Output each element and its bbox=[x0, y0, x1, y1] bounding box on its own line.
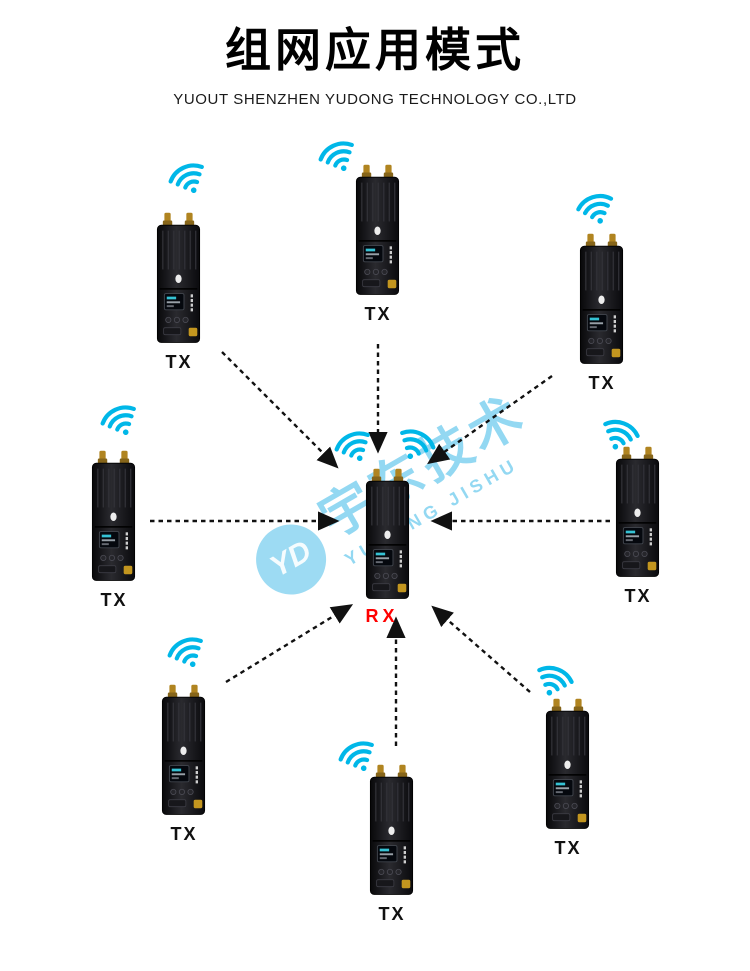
receiver-device bbox=[365, 468, 410, 600]
wifi-signal-icon bbox=[388, 418, 443, 469]
transmitter-device bbox=[161, 684, 206, 816]
wifi-signal-icon bbox=[326, 420, 381, 471]
wifi-signal-icon bbox=[92, 394, 147, 445]
device-node-tx-top-right: TX bbox=[578, 233, 625, 393]
transmitter-device bbox=[91, 450, 136, 582]
tx-label: TX bbox=[588, 373, 616, 393]
wifi-signal-icon bbox=[570, 184, 623, 232]
transmitter-device bbox=[545, 698, 590, 830]
device-node-rx-center: RX bbox=[364, 468, 411, 626]
brand-logo-icon: YD bbox=[243, 511, 339, 608]
device-node-tx-bottom-right: TX bbox=[544, 698, 591, 858]
arrow-top-left-to-rx bbox=[221, 351, 339, 469]
rx-label: RX bbox=[365, 606, 399, 626]
tx-label: TX bbox=[364, 304, 392, 324]
tx-label: TX bbox=[165, 352, 193, 372]
tx-label: TX bbox=[170, 824, 198, 844]
page-subtitle: YUOUT SHENZHEN YUDONG TECHNOLOGY CO.,LTD bbox=[173, 90, 577, 108]
device-node-tx-bottom-center: TX bbox=[368, 764, 415, 924]
brand-logo-monogram: YD bbox=[264, 534, 318, 584]
device-node-tx-bottom-left: TX bbox=[160, 684, 207, 844]
device-node-tx-mid-left: TX bbox=[90, 450, 137, 610]
tx-label: TX bbox=[624, 586, 652, 606]
device-node-tx-mid-right: TX bbox=[614, 446, 661, 606]
wifi-signal-icon bbox=[159, 626, 214, 677]
transmitter-device bbox=[369, 764, 414, 896]
transmitter-device bbox=[615, 446, 660, 578]
device-node-tx-top-left: TX bbox=[155, 212, 202, 372]
tx-label: TX bbox=[100, 590, 128, 610]
wifi-signal-icon bbox=[160, 152, 215, 203]
device-node-tx-top-center: TX bbox=[354, 164, 401, 324]
tx-label: TX bbox=[554, 838, 582, 858]
brand-name: 宇东技术 YUDONG JISHU bbox=[310, 385, 549, 570]
arrow-top-right-to-rx bbox=[427, 375, 553, 465]
transmitter-device bbox=[579, 233, 624, 365]
header: 组网应用模式 YUOUT SHENZHEN YUDONG TECHNOLOGY … bbox=[0, 24, 750, 108]
transmitter-device bbox=[156, 212, 201, 344]
tx-label: TX bbox=[378, 904, 406, 924]
arrow-bottom-left-to-rx bbox=[225, 604, 354, 684]
page-title: 组网应用模式 bbox=[225, 24, 525, 76]
arrow-bottom-right-to-rx bbox=[431, 605, 531, 693]
transmitter-device bbox=[355, 164, 400, 296]
